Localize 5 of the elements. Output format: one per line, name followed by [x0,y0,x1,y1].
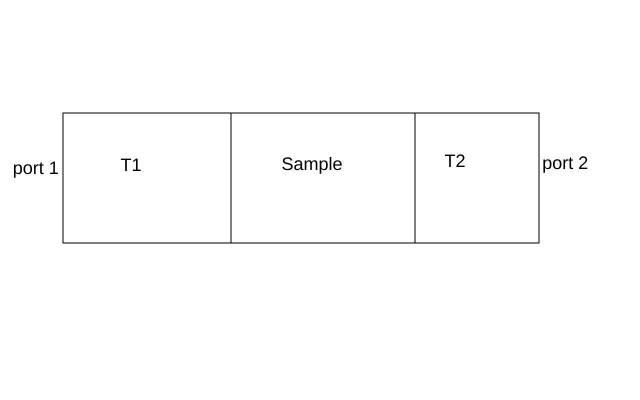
section-box: Sample [230,112,416,244]
port-label: port 1 [14,162,58,178]
section-box: T1 [62,112,232,244]
port-label: port 2 [543,156,588,173]
section-box: T2 [414,112,540,244]
